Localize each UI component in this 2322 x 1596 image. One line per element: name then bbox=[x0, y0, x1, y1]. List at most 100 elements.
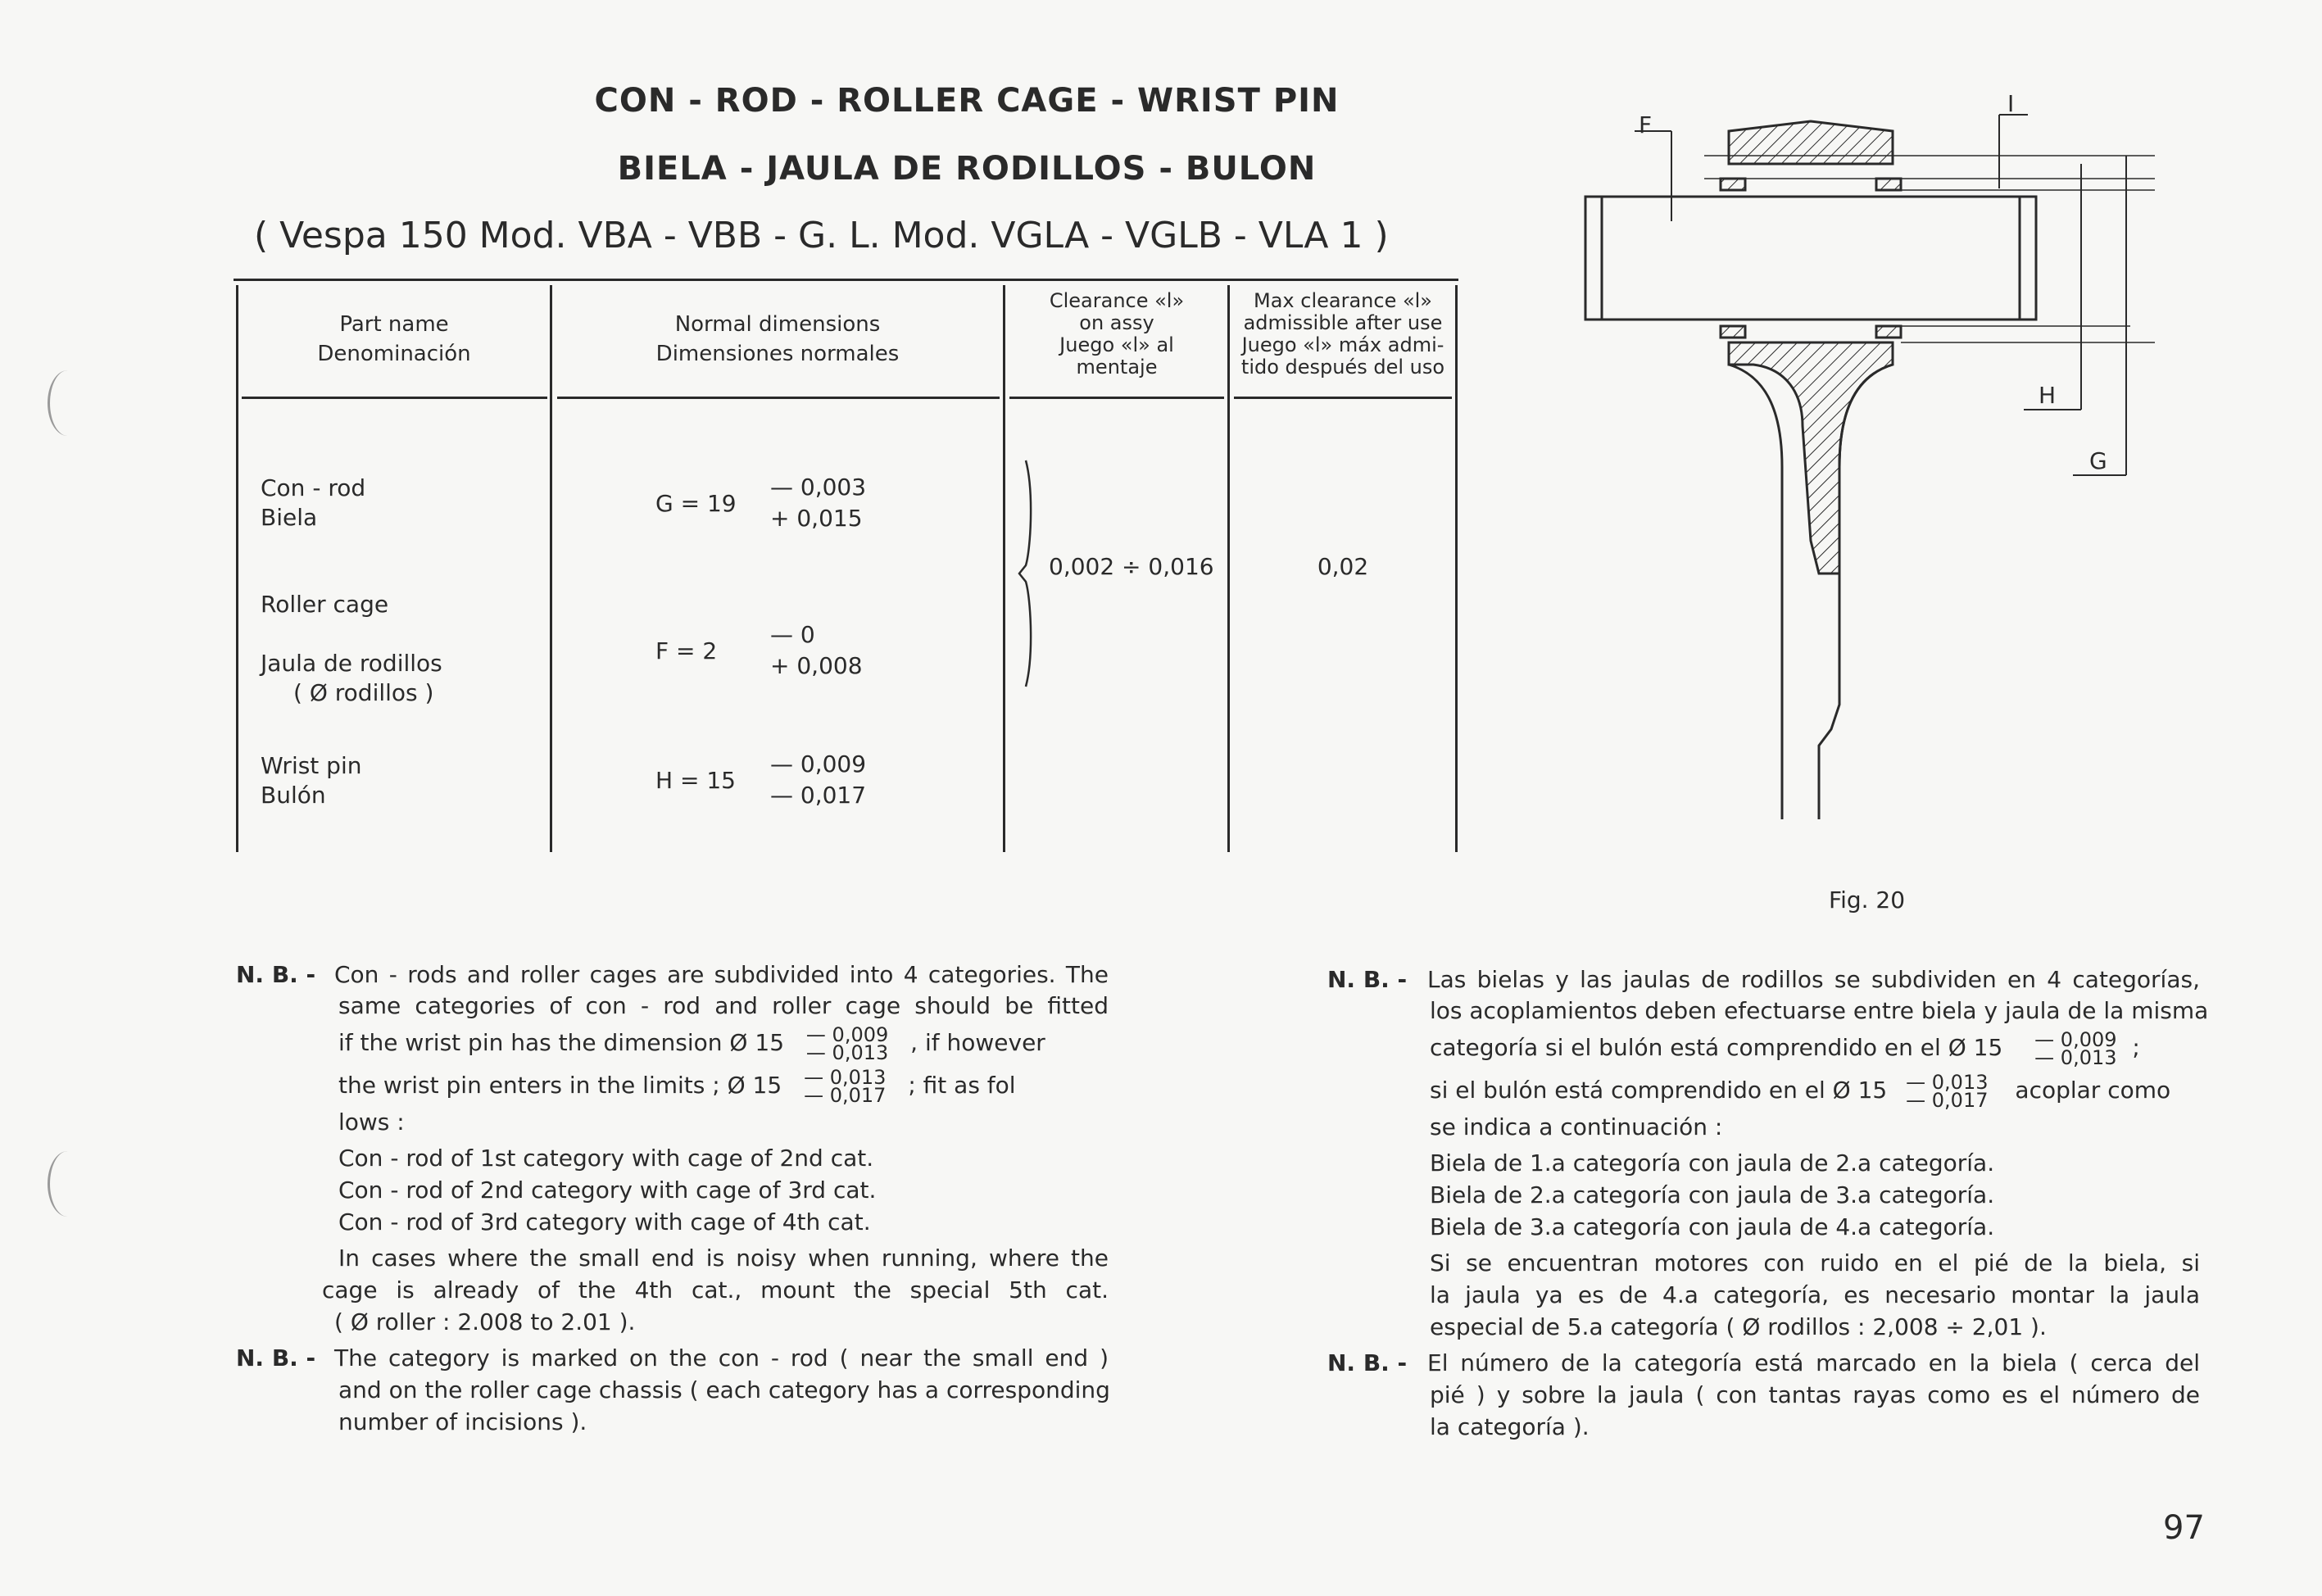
nb1-es-para-3: especial de 5.a categoría ( Ø rodillos :… bbox=[1430, 1313, 2047, 1340]
header-clearance-line-2: on assy bbox=[1079, 311, 1154, 334]
header-normal-dimensions-es: Dimensiones normales bbox=[655, 342, 900, 366]
nb1-es-item-1: Biela de 1.a categoría con jaula de 2.a … bbox=[1430, 1149, 1995, 1177]
part-roller-cage-es-line-1: Jaula de rodillos bbox=[261, 650, 442, 677]
table-col-line-4 bbox=[1227, 285, 1230, 852]
clearance-value: 0,002 ÷ 0,016 bbox=[1049, 553, 1214, 580]
nb1-es-frac-2: — 0,013 — 0,017 bbox=[1906, 1072, 1989, 1112]
header-max-clearance: Max clearance «l» admissible after use J… bbox=[1231, 290, 1455, 379]
nb1-en-item-3: Con - rod of 3rd category with cage of 4… bbox=[338, 1208, 871, 1236]
title-line-3: ( Vespa 150 Mod. VBA - VBB - G. L. Mod. … bbox=[254, 215, 1389, 256]
nb2-es-line-2: pié ) y sobre la jaula ( con tantas raya… bbox=[1430, 1381, 2200, 1408]
nb1-en-frac-1: — 0,009 — 0,013 bbox=[805, 1023, 889, 1064]
nb1-en-frac-2-upper: — 0,013 bbox=[804, 1066, 887, 1089]
dimension-f-tol-upper: — 0 bbox=[770, 621, 815, 648]
title-line-1: CON - ROD - ROLLER CAGE - WRIST PIN bbox=[594, 82, 1340, 120]
nb1-es-line-1: Las bielas y las jaulas de rodillos se s… bbox=[1427, 966, 2200, 993]
nb1-es-dim-2-pre: si el bulón está comprendido en el Ø 15 bbox=[1430, 1077, 1888, 1104]
header-normal-dimensions-en: Normal dimensions bbox=[674, 312, 881, 337]
max-clearance-value: 0,02 bbox=[1317, 553, 1369, 580]
header-clearance: Clearance «l» on assy Juego «l» al menta… bbox=[1006, 290, 1227, 379]
nb1-en-item-1: Con - rod of 1st category with cage of 2… bbox=[338, 1145, 874, 1172]
nb1-en-para-1: In cases where the small end is noisy wh… bbox=[338, 1245, 1109, 1272]
figure-label-i: I bbox=[2007, 90, 2014, 117]
part-roller-cage-es-line-2: ( Ø rodillos ) bbox=[293, 679, 434, 706]
table-header-rule-1 bbox=[242, 397, 547, 399]
dimension-f-tol-lower: + 0,008 bbox=[770, 652, 863, 679]
nb1-es-item-2: Biela de 2.a categoría con jaula de 3.a … bbox=[1430, 1181, 1995, 1208]
part-con-rod: Con - rod Biela bbox=[261, 474, 365, 533]
nb1-en-dim-2-pre: the wrist pin enters in the limits ; Ø 1… bbox=[338, 1072, 782, 1099]
header-clearance-line-4: mentaje bbox=[1076, 356, 1158, 379]
nb1-es-dim-line-1: categoría si el bulón está comprendido e… bbox=[1430, 1028, 2140, 1069]
nb2-en-line-1: The category is marked on the con - rod … bbox=[334, 1344, 1109, 1372]
dimension-h-tolerance: — 0,009 — 0,017 bbox=[770, 749, 866, 811]
nb2-es-label: N. B. - bbox=[1327, 1349, 1408, 1376]
header-part-name-en: Part name bbox=[339, 312, 449, 337]
nb1-es-frac-1: — 0,009 — 0,013 bbox=[2034, 1028, 2117, 1069]
header-clearance-line-3: Juego «l» al bbox=[1059, 333, 1174, 356]
nb1-en-dim-2-post: ; fit as fol bbox=[908, 1072, 1016, 1099]
header-max-clearance-line-3: Juego «l» máx admi- bbox=[1241, 333, 1444, 356]
header-part-name: Part name Denominación bbox=[239, 310, 549, 369]
nb2-en-line-2: and on the roller cage chassis ( each ca… bbox=[338, 1376, 1110, 1403]
nb1-en-dim-line-2: the wrist pin enters in the limits ; Ø 1… bbox=[338, 1066, 1016, 1107]
nb1-es-dim-1-pre: categoría si el bulón está comprendido e… bbox=[1430, 1034, 2003, 1061]
nb1-en-frac-2-lower: — 0,017 bbox=[804, 1084, 887, 1107]
table-col-line-5 bbox=[1455, 285, 1458, 852]
header-max-clearance-line-4: tido después del uso bbox=[1240, 356, 1445, 379]
nb1-en-frac-2: — 0,013 — 0,017 bbox=[804, 1066, 887, 1107]
dimension-g-tolerance: — 0,003 + 0,015 bbox=[770, 472, 866, 534]
figure-caption: Fig. 20 bbox=[1829, 886, 1906, 914]
nb1-es-label: N. B. - bbox=[1327, 966, 1408, 993]
nb1-en-dim-1-post: , if however bbox=[910, 1029, 1045, 1056]
part-wrist-pin-es: Bulón bbox=[261, 782, 326, 809]
header-max-clearance-line-2: admissible after use bbox=[1243, 311, 1443, 334]
punch-hole-top bbox=[48, 370, 88, 436]
nb1-en-frac-1-upper: — 0,009 bbox=[805, 1023, 889, 1046]
punch-hole-bottom bbox=[48, 1151, 88, 1217]
nb1-es-frac-1-upper: — 0,009 bbox=[2034, 1028, 2117, 1051]
nb1-en-para-3: ( Ø roller : 2.008 to 2.01 ). bbox=[334, 1308, 636, 1335]
part-roller-cage-en: Roller cage bbox=[261, 591, 389, 618]
header-part-name-es: Denominación bbox=[317, 342, 471, 366]
part-wrist-pin-en: Wrist pin bbox=[261, 752, 362, 779]
nb2-en-line-3: number of incisions ). bbox=[338, 1408, 587, 1435]
table-top-rule bbox=[234, 279, 1458, 281]
nb1-es-dim-1-post: ; bbox=[2132, 1034, 2140, 1061]
figure-20-drawing: F I H G bbox=[1584, 90, 2155, 819]
page-number: 97 bbox=[2163, 1509, 2205, 1547]
nb1-es-para-2: la jaula ya es de 4.a categoría, es nece… bbox=[1430, 1281, 2200, 1308]
header-max-clearance-line-1: Max clearance «l» bbox=[1254, 289, 1432, 312]
clearance-brace bbox=[1018, 460, 1032, 687]
header-normal-dimensions: Normal dimensions Dimensiones normales bbox=[553, 310, 1002, 369]
figure-label-h: H bbox=[2039, 382, 2056, 409]
table-header-rule-4 bbox=[1234, 397, 1452, 399]
nb1-en-dim-line-1: if the wrist pin has the dimension Ø 15 … bbox=[338, 1023, 1045, 1064]
nb1-en-frac-1-lower: — 0,013 bbox=[805, 1041, 889, 1064]
nb1-en-tail: lows : bbox=[338, 1109, 405, 1136]
dimension-h-tol-lower: — 0,017 bbox=[770, 782, 867, 809]
dimension-f-main: F = 2 bbox=[655, 637, 718, 664]
table-col-line-3 bbox=[1003, 285, 1005, 852]
nb1-es-dim-line-2: si el bulón está comprendido en el Ø 15 … bbox=[1430, 1072, 2170, 1112]
part-con-rod-en: Con - rod bbox=[261, 474, 366, 501]
table-col-line-2 bbox=[550, 285, 552, 852]
table-header-rule-2 bbox=[557, 397, 1000, 399]
nb1-es-item-3: Biela de 3.a categoría con jaula de 4.a … bbox=[1430, 1213, 1995, 1240]
figure-label-f: F bbox=[1639, 111, 1652, 138]
nb1-en-label: N. B. - bbox=[236, 961, 316, 988]
nb1-es-frac-1-lower: — 0,013 bbox=[2034, 1046, 2117, 1069]
nb1-en-item-2: Con - rod of 2nd category with cage of 3… bbox=[338, 1177, 877, 1204]
dimension-g-main: G = 19 bbox=[655, 490, 737, 517]
nb2-es-line-3: la categoría ). bbox=[1430, 1413, 1590, 1440]
dimension-f-tolerance: — 0 + 0,008 bbox=[770, 619, 863, 682]
nb2-en-label: N. B. - bbox=[236, 1344, 316, 1372]
dimension-g-tol-upper: — 0,003 bbox=[770, 474, 867, 501]
nb1-en-line-2: same categories of con - rod and roller … bbox=[338, 992, 1109, 1019]
nb1-es-frac-2-lower: — 0,017 bbox=[1906, 1089, 1989, 1112]
nb1-es-line-2: los acoplamientos deben efectuarse entre… bbox=[1430, 997, 2209, 1024]
dimension-h-tol-upper: — 0,009 bbox=[770, 750, 867, 778]
nb1-es-tail: se indica a continuación : bbox=[1430, 1113, 1723, 1140]
title-line-2: BIELA - JAULA DE RODILLOS - BULON bbox=[617, 150, 1317, 188]
table-header-rule-3 bbox=[1009, 397, 1224, 399]
